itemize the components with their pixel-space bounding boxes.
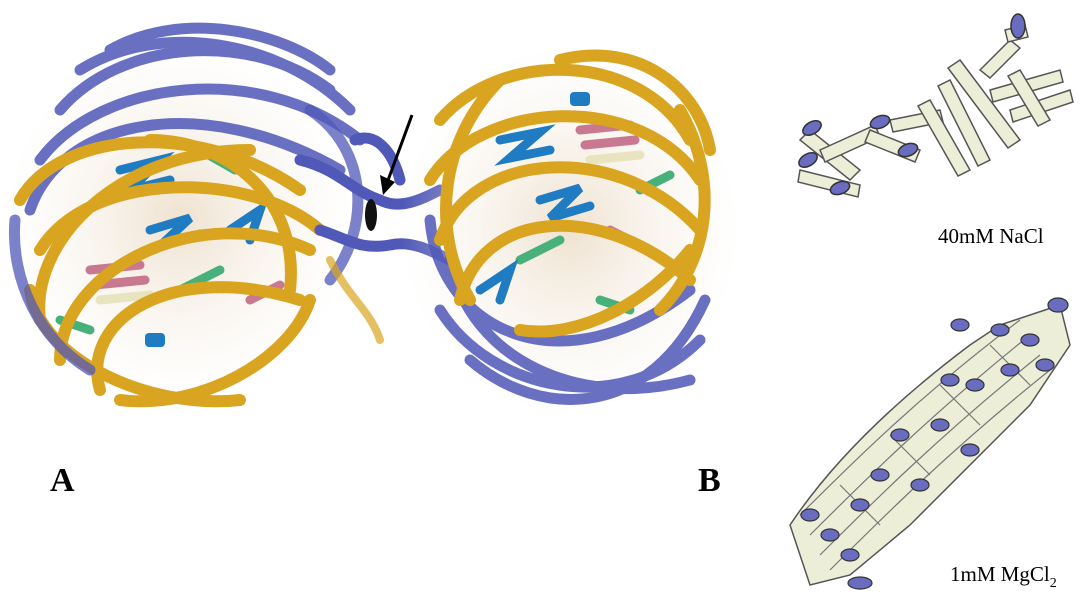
left-nucleosome (5, 28, 360, 401)
condition-label-nacl: 40mM NaCl (938, 224, 1044, 249)
nucleosome-dimer-svg (0, 0, 740, 594)
condition-mgcl-subscript: 2 (1050, 576, 1057, 591)
nucleosome-dimer-figure (0, 0, 740, 594)
fiber-nacl-svg (780, 0, 1085, 230)
fiber-nacl-figure (780, 0, 1085, 230)
condition-mgcl-main: 1mM MgCl (950, 562, 1050, 586)
dyad-axis-icon (365, 199, 377, 231)
right-nucleosome (400, 45, 740, 415)
panel-label-b: B (698, 462, 721, 500)
condition-label-mgcl2: 1mM MgCl2 (950, 562, 1057, 587)
panel-label-a: A (50, 462, 75, 500)
fiber-mgcl2-figure (770, 285, 1085, 594)
fiber-mgcl2-svg (770, 285, 1085, 594)
